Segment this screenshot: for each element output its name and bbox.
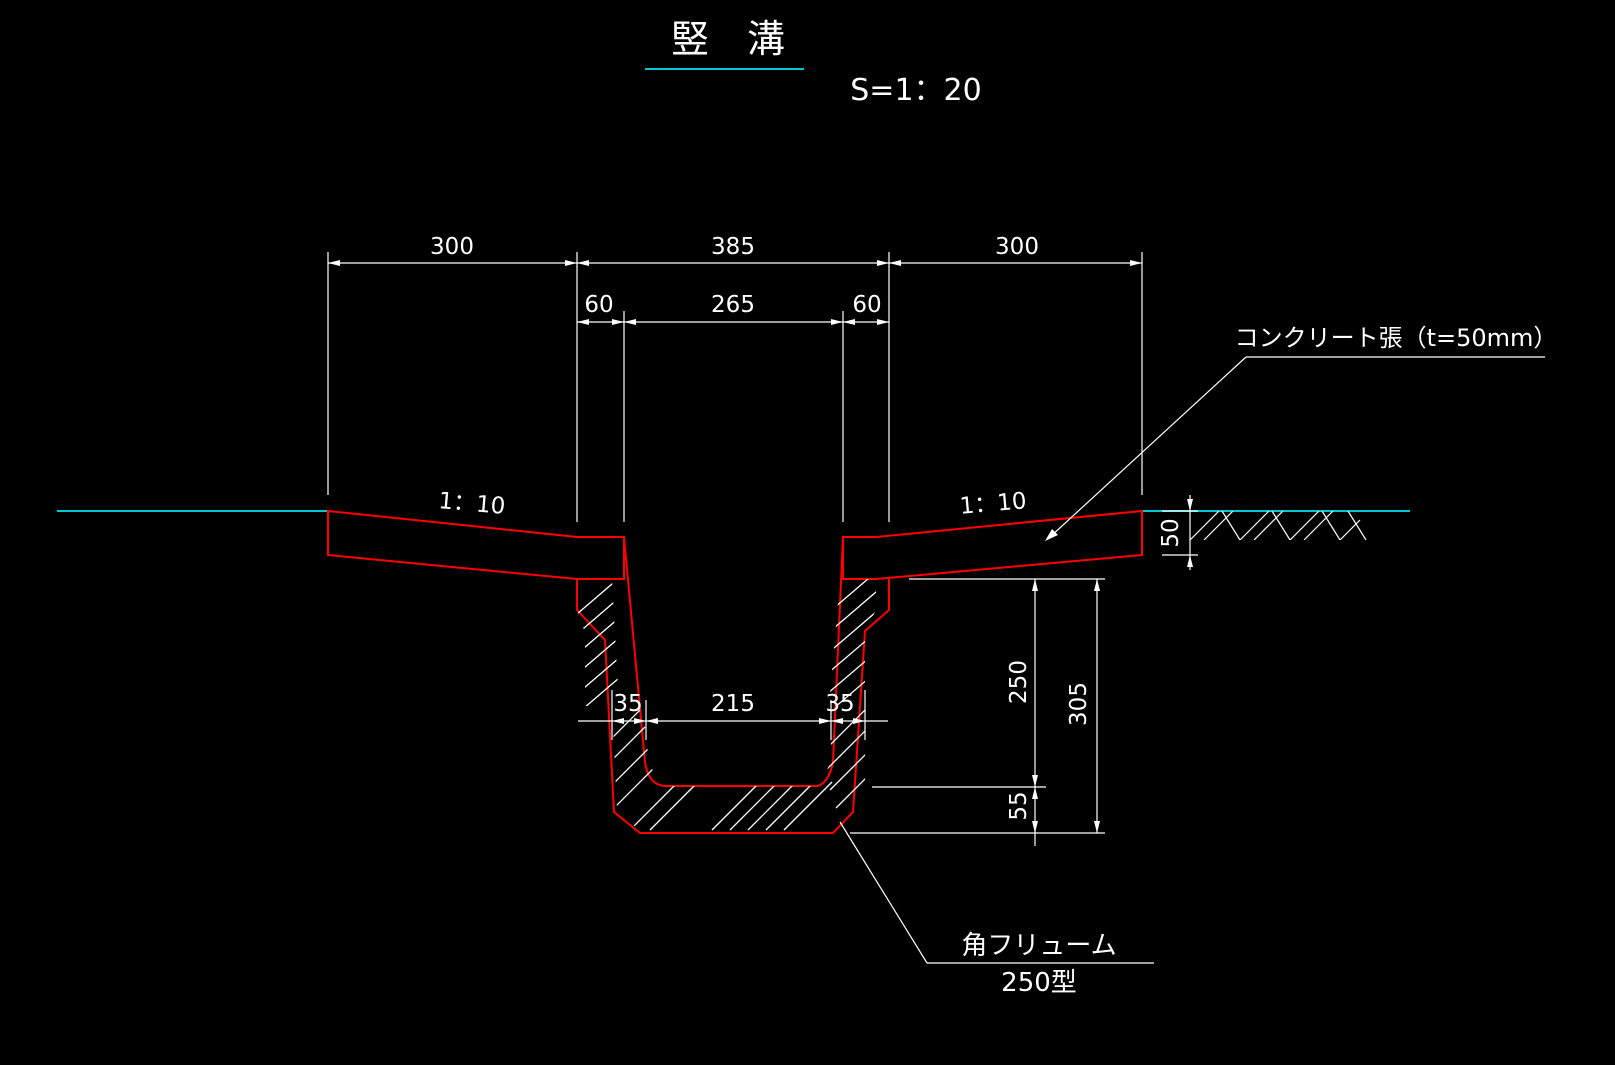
dimension-arrows-vertical: [1032, 499, 1193, 833]
pavement-left: [327, 509, 625, 580]
dim-flume-bottom-215: 215: [711, 691, 755, 717]
extension-lines: [327, 252, 1143, 740]
earth-hatch: [1189, 511, 1367, 540]
dim-flume-side-left-35: 35: [613, 691, 642, 717]
flume-type-label: 250型: [1001, 968, 1077, 998]
pavement-note-leader: [1045, 356, 1545, 541]
dimension-lines-vertical: [850, 495, 1198, 846]
dim-pavement-thickness-50: 50: [1158, 518, 1184, 547]
dim-flume-base-55: 55: [1006, 791, 1032, 820]
flume-name-label: 角フリューム: [961, 931, 1116, 961]
dim-flume-side-right-35: 35: [825, 691, 854, 717]
slope-right-label: 1：10: [959, 488, 1028, 520]
dim-top-left-300: 300: [430, 234, 474, 260]
pavement-note-label: コンクリート張（t=50mm）: [1235, 324, 1558, 352]
dim-left-wall-60: 60: [584, 292, 613, 318]
dim-flume-depth-250: 250: [1006, 660, 1032, 704]
pavement-right: [842, 509, 1143, 580]
dim-flume-total-305: 305: [1066, 682, 1092, 726]
dim-top-right-300: 300: [995, 234, 1039, 260]
scale-label: S=1：20: [850, 73, 981, 108]
flume-outer-outline: [576, 579, 890, 834]
dim-inner-top-265: 265: [711, 292, 755, 318]
drawing-title: 竪 溝: [671, 17, 785, 61]
flume-label-leader: [839, 821, 1154, 964]
flume-inner-outline: [623, 536, 844, 787]
dim-top-center-385: 385: [711, 234, 755, 260]
dim-right-wall-60: 60: [852, 292, 881, 318]
dimension-arrows-horizontal: [328, 260, 1142, 724]
slope-left-label: 1：10: [437, 488, 506, 520]
flume-base-hatch: [612, 708, 865, 831]
